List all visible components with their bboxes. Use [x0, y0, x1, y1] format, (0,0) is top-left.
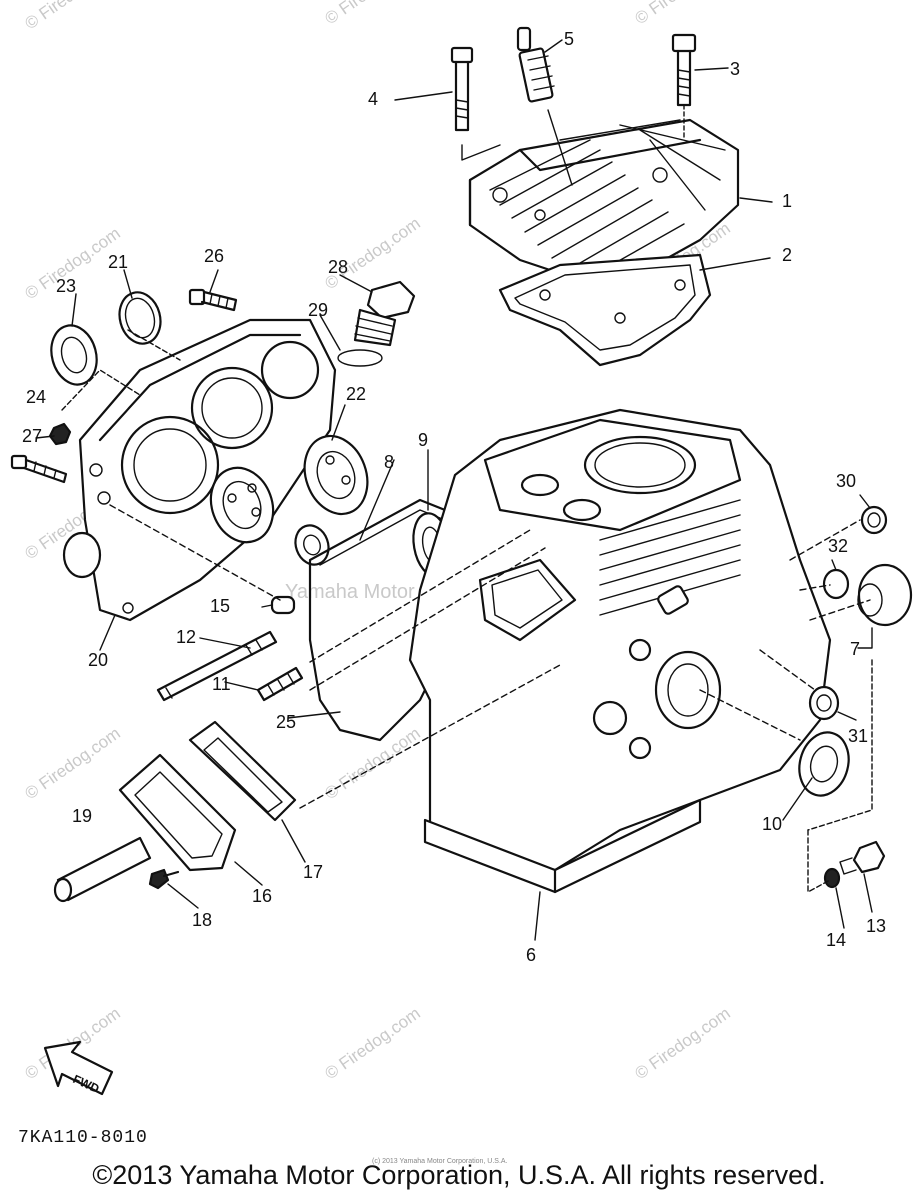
tiny-copyright: (c) 2013 Yamaha Motor Corporation, U.S.A… — [372, 1158, 508, 1165]
oil-gauge-cap — [857, 563, 913, 627]
callout: 14 — [826, 930, 846, 950]
watermark: © Firedog.com — [321, 1004, 423, 1084]
callout: 27 — [22, 426, 42, 446]
callout: 28 — [328, 257, 348, 277]
callout: 18 — [192, 910, 212, 930]
collar — [822, 568, 850, 600]
callout: 11 — [212, 674, 231, 694]
callout: 16 — [252, 886, 272, 906]
callout: 23 — [56, 276, 76, 296]
callout: 22 — [346, 384, 366, 404]
callout: 5 — [564, 29, 574, 49]
callout: 31 — [848, 726, 868, 746]
callout: 8 — [384, 452, 394, 472]
callout: 25 — [276, 712, 296, 732]
stud-bolt — [256, 666, 304, 702]
leader-lines — [35, 39, 873, 941]
callout: 29 — [308, 300, 328, 320]
callout: 3 — [730, 59, 740, 79]
callout: 20 — [88, 650, 108, 670]
spark-plug — [516, 26, 573, 186]
dowel-pin — [270, 595, 296, 615]
callout: 6 — [526, 945, 536, 965]
stud-bolt — [156, 630, 278, 702]
callout: 32 — [828, 536, 848, 556]
bolt — [10, 454, 68, 484]
callout: 9 — [418, 430, 428, 450]
small-bearing — [294, 524, 330, 566]
diagram-code: 7KA110-8010 — [18, 1128, 148, 1148]
callout: 30 — [836, 471, 856, 491]
plug — [860, 505, 888, 535]
breather-gasket — [188, 720, 297, 822]
watermark: © Firedog.com — [21, 0, 123, 33]
breather-cover — [118, 753, 237, 872]
cylinder-head — [468, 118, 740, 292]
copyright-notice: ©2013 Yamaha Motor Corporation, U.S.A. A… — [92, 1160, 826, 1190]
callout: 7 — [850, 639, 860, 659]
o-ring — [337, 349, 383, 367]
callout: 26 — [204, 246, 224, 266]
watermark: © Firedog.com — [321, 214, 423, 294]
watermark: © Firedog.com — [631, 0, 733, 28]
bearing — [209, 466, 275, 544]
callout: 19 — [72, 806, 92, 826]
bearing — [303, 434, 369, 516]
watermark: © Firedog.com — [321, 0, 423, 28]
oil-filler-plug — [353, 280, 416, 347]
breather-pipe — [53, 836, 152, 903]
callout: 15 — [210, 596, 230, 616]
drain-bolt — [839, 840, 886, 875]
callout: 12 — [176, 627, 196, 647]
watermark: © Firedog.com — [321, 724, 423, 804]
head-gasket — [498, 253, 712, 367]
bolt — [148, 868, 180, 890]
washer — [808, 685, 840, 721]
callout: 21 — [108, 252, 128, 272]
oil-seal — [798, 731, 850, 797]
watermark: © Firedog.com — [631, 1004, 733, 1084]
callout: 24 — [26, 387, 46, 407]
crankcase — [408, 408, 832, 894]
nut — [48, 422, 72, 446]
gasket-washer — [823, 867, 841, 889]
oil-seal — [50, 324, 98, 386]
head-bolt — [450, 46, 501, 161]
callout: 4 — [368, 89, 378, 109]
callout: 17 — [303, 862, 323, 882]
circlip — [118, 291, 162, 345]
callout: 10 — [762, 814, 782, 834]
cover-bolt — [188, 288, 238, 312]
head-bolt — [671, 33, 697, 141]
watermark: © Firedog.com — [21, 724, 123, 804]
callout-labels: 1 2 3 4 5 6 7 8 9 10 11 12 13 14 15 16 1… — [22, 29, 886, 965]
crankcase-cover — [62, 318, 337, 622]
callout: 2 — [782, 245, 792, 265]
callout: 1 — [782, 191, 792, 211]
callout: 13 — [866, 916, 886, 936]
